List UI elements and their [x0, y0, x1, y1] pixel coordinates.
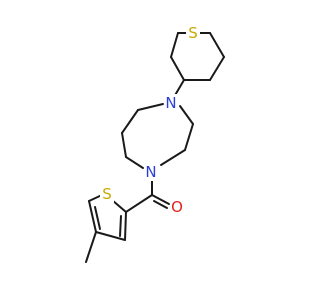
bond	[170, 32, 179, 58]
bond	[124, 211, 127, 241]
bond	[88, 200, 97, 233]
atom-label: N	[165, 94, 176, 112]
bond	[121, 109, 139, 134]
atom-s-thiophene: S	[100, 185, 114, 203]
molecule-structure-diagram: S N N O S	[85, 24, 225, 263]
thiophene-ring	[88, 194, 127, 241]
atom-s-thiane: S	[186, 24, 200, 42]
bond	[94, 206, 101, 230]
atom-n-top: N	[164, 94, 179, 112]
bond	[170, 56, 185, 81]
atom-o-carbonyl: O	[170, 198, 185, 216]
bond	[125, 156, 144, 169]
diazepane-ring	[121, 103, 194, 169]
bond	[85, 231, 97, 263]
bond	[125, 194, 153, 213]
bond	[137, 103, 164, 111]
bond	[119, 215, 122, 237]
atom-label: S	[102, 185, 112, 203]
bond	[184, 123, 194, 151]
bond	[209, 56, 225, 81]
atom-label: N	[145, 163, 156, 181]
atom-label: S	[188, 24, 198, 42]
atom-label: O	[171, 198, 183, 216]
bond	[88, 194, 103, 202]
bond	[111, 199, 127, 213]
thiane-ring	[170, 32, 225, 81]
bond	[209, 32, 225, 58]
atom-n-bottom: N	[144, 163, 159, 181]
bond	[179, 105, 194, 125]
bond	[153, 200, 168, 209]
bond	[151, 194, 170, 205]
bond	[95, 231, 126, 241]
bond	[121, 132, 127, 158]
bond	[160, 149, 186, 166]
